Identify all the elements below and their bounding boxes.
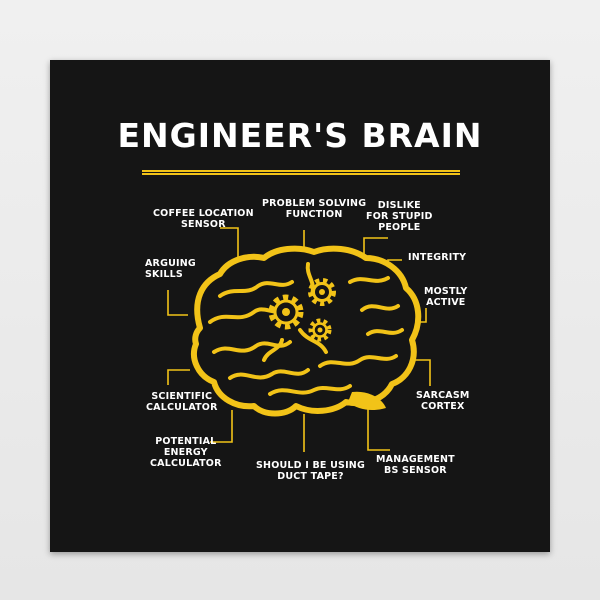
leader-scientific — [167, 369, 190, 385]
leader-sarcasm — [410, 359, 431, 386]
label-problem-solving-function: PROBLEM SOLVING FUNCTION — [262, 198, 367, 220]
leader-management — [367, 406, 390, 451]
brain-illustration — [167, 227, 431, 452]
label-coffee-location-sensor: COFFEE LOCATION SENSOR — [153, 208, 254, 230]
label-potential-energy-calculator: POTENTIAL ENERGY CALCULATOR — [150, 436, 222, 469]
label-integrity: INTEGRITY — [408, 252, 467, 263]
leader-arguing — [167, 290, 188, 316]
poster-title: ENGINEER'S BRAIN — [117, 116, 483, 155]
title-underline — [142, 170, 460, 175]
label-mostly-active: MOSTLY ACTIVE — [424, 286, 468, 308]
label-management-bs-sensor: MANAGEMENT BS SENSOR — [376, 454, 455, 476]
label-duct-tape: SHOULD I BE USING DUCT TAPE? — [256, 460, 365, 482]
brain-icon — [191, 245, 422, 417]
tapestry: ENGINEER'S BRAIN — [50, 60, 550, 552]
gear-icon — [268, 278, 336, 342]
label-arguing-skills: ARGUING SKILLS — [145, 258, 196, 280]
label-dislike-for-stupid-people: DISLIKE FOR STUPID PEOPLE — [366, 200, 433, 233]
leader-coffee — [220, 227, 239, 262]
label-sarcasm-cortex: SARCASM CORTEX — [416, 390, 470, 412]
leader-potential — [210, 410, 233, 443]
label-scientific-calculator: SCIENTIFIC CALCULATOR — [146, 391, 218, 413]
